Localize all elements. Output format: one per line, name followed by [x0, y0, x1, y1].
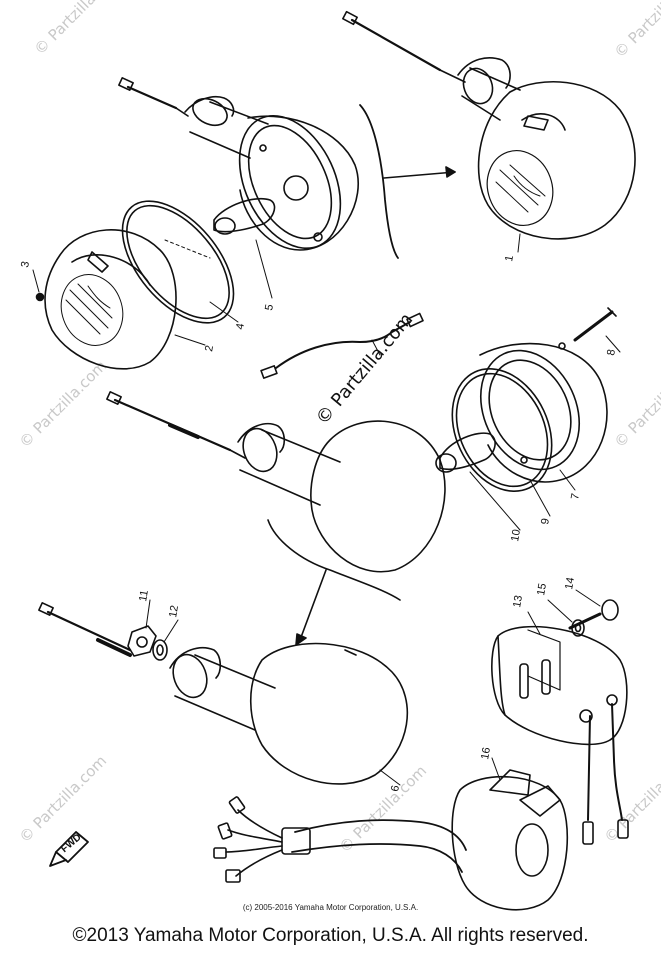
callout-9: 9: [539, 517, 552, 525]
middle-wire-lead: [260, 312, 424, 379]
callout-1: 1: [503, 254, 516, 262]
middle-flasher-assembly: [106, 307, 621, 646]
callout-14: 14: [563, 576, 577, 590]
callout-10: 10: [509, 528, 523, 542]
flasher-relay-assembly: [491, 589, 629, 845]
callout-6: 6: [389, 784, 402, 792]
top-right-flasher-assembled: [342, 10, 636, 253]
lower-flasher-assembly: [38, 599, 409, 786]
handlebar-switch-assembly: [213, 757, 569, 911]
small-copyright: (c) 2005-2016 Yamaha Motor Corporation, …: [242, 903, 419, 912]
callout-16: 16: [479, 746, 493, 760]
callout-3: 3: [19, 260, 32, 268]
callout-8: 8: [605, 348, 618, 356]
fwd-marker: [49, 831, 89, 867]
callout-15: 15: [535, 582, 549, 596]
copyright-notice: ©2013 Yamaha Motor Corporation, U.S.A. A…: [72, 925, 589, 946]
callout-12: 12: [167, 604, 181, 618]
callout-4: 4: [234, 322, 247, 330]
top-left-flasher-assembly: [32, 77, 456, 370]
callout-2: 2: [203, 344, 216, 352]
callout-11: 11: [137, 589, 151, 602]
callout-7: 7: [569, 492, 582, 500]
callout-5: 5: [263, 303, 276, 311]
callout-13: 13: [511, 594, 525, 608]
